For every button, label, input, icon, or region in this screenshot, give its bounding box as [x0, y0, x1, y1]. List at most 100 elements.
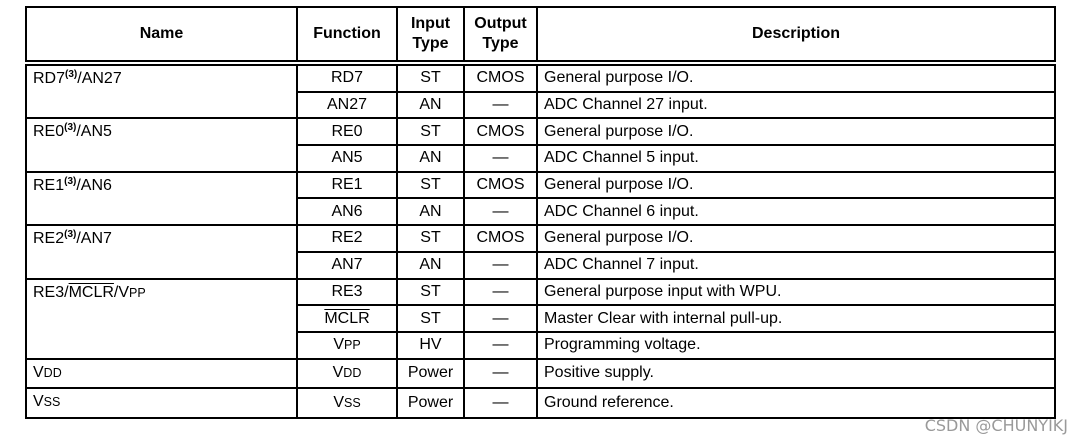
description-cell: Ground reference.	[536, 387, 1056, 419]
input-type-cell: ST	[396, 117, 465, 147]
function-cell: RE2	[296, 224, 398, 253]
description-cell: Positive supply.	[536, 357, 1056, 390]
output-type-cell: —	[463, 144, 538, 173]
text-segment: RE1	[33, 176, 65, 194]
text-segment: RE0	[331, 122, 363, 140]
function-cell: RD7	[296, 62, 398, 93]
output-type-cell: —	[463, 90, 538, 120]
text-segment: V	[333, 336, 344, 354]
text-segment: RE1	[331, 176, 363, 194]
text-segment: MCLR	[68, 283, 114, 301]
input-type-cell: ST	[396, 224, 465, 253]
text-segment: DD	[43, 365, 62, 380]
pin-name-cell: RE1(3)/AN6	[25, 170, 298, 227]
output-type-cell: —	[463, 250, 538, 280]
description-cell: General purpose I/O.	[536, 117, 1056, 147]
text-segment: (3)	[64, 175, 77, 187]
text-segment: DD	[343, 366, 362, 381]
text-segment: RE0	[33, 123, 65, 141]
input-type-cell: HV	[396, 330, 465, 360]
header-description: Description	[536, 6, 1056, 64]
text-segment: RD7	[330, 69, 363, 87]
text-segment: RE3/	[33, 283, 69, 301]
text-segment: RD7	[33, 70, 66, 87]
input-type-cell: AN	[396, 90, 465, 120]
output-type-cell: CMOS	[463, 117, 538, 147]
input-type-cell: AN	[396, 250, 465, 280]
text-segment: (3)	[64, 122, 77, 134]
function-cell: VPP	[296, 330, 398, 360]
description-cell: ADC Channel 27 input.	[536, 90, 1056, 120]
description-cell: ADC Channel 7 input.	[536, 250, 1056, 280]
header-input-line2: Type	[412, 35, 449, 52]
function-cell: AN5	[296, 144, 398, 173]
text-segment: MCLR	[324, 309, 370, 327]
description-cell: General purpose input with WPU.	[536, 277, 1056, 307]
text-segment: /AN6	[76, 176, 112, 194]
output-type-cell: —	[463, 197, 538, 227]
table-row: AN27 AN—ADC Channel 27 input.	[26, 90, 1056, 120]
text-segment: RE2	[331, 229, 363, 247]
input-type-cell: AN	[396, 197, 465, 227]
text-segment: PP	[129, 285, 146, 300]
text-segment: /V	[113, 283, 130, 301]
text-segment: /AN5	[76, 123, 112, 141]
text-segment: /AN27	[77, 70, 122, 87]
output-type-cell: —	[463, 330, 538, 360]
function-cell: AN27	[296, 90, 398, 120]
text-segment: RE2	[33, 230, 65, 248]
text-segment: V	[332, 364, 344, 382]
header-input-line1: Input	[410, 15, 451, 32]
function-cell: VSS	[296, 387, 398, 419]
input-type-cell: Power	[396, 357, 465, 390]
text-segment: AN27	[326, 96, 368, 114]
text-segment: AN7	[331, 256, 363, 274]
pin-name-cell: VSS	[25, 387, 298, 419]
function-cell: RE1	[296, 170, 398, 200]
function-cell: RE0	[296, 117, 398, 147]
description-cell: General purpose I/O.	[536, 224, 1056, 253]
text-segment: AN6	[331, 202, 363, 220]
input-type-cell: ST	[396, 62, 465, 93]
pin-name-cell: VDD	[25, 357, 298, 390]
text-segment: V	[33, 393, 44, 411]
function-cell: AN6	[296, 197, 398, 227]
output-type-cell: —	[463, 304, 538, 333]
text-segment: V	[333, 394, 344, 412]
description-cell: ADC Channel 6 input.	[536, 197, 1056, 227]
function-cell: MCLR	[296, 304, 398, 333]
output-type-cell: CMOS	[463, 224, 538, 253]
description-cell: Master Clear with internal pull-up.	[536, 304, 1056, 333]
description-cell: General purpose I/O.	[536, 62, 1056, 93]
text-segment: /AN7	[76, 230, 112, 248]
header-output-line1: Output	[474, 15, 527, 32]
input-type-cell: ST	[396, 170, 465, 200]
header-output-line2: Type	[482, 35, 519, 52]
pin-name-cell: RE3/MCLR/VPP	[25, 277, 298, 360]
description-cell: Programming voltage.	[536, 330, 1056, 360]
text-segment: (3)	[65, 69, 78, 80]
pin-name-cell: RD7(3)/AN27	[25, 61, 298, 120]
text-segment: PP	[343, 338, 361, 353]
output-type-cell: —	[463, 277, 538, 307]
header-name: Name	[25, 6, 298, 64]
function-cell: VDD	[296, 357, 398, 390]
pin-name-cell: RE0(3)/AN5	[25, 117, 298, 173]
input-type-cell: ST	[396, 304, 465, 333]
header-function: Function	[296, 6, 398, 64]
output-type-cell: CMOS	[463, 62, 538, 93]
text-segment: SS	[343, 396, 361, 411]
input-type-cell: AN	[396, 144, 465, 173]
